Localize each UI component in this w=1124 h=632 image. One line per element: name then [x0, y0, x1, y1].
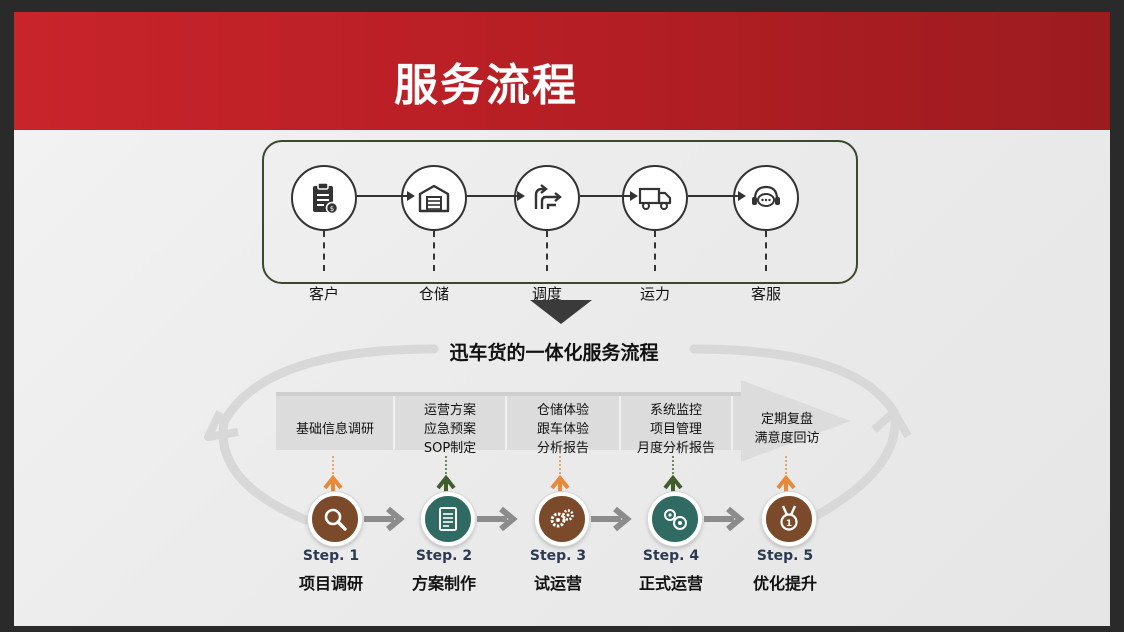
slide: 服务流程 $ 客户 [14, 12, 1110, 626]
step-name: 正式运营 [638, 574, 703, 593]
node-connector [765, 231, 767, 271]
process-node-storage: 仓储 [401, 165, 467, 303]
route-icon [514, 165, 580, 231]
step-name: 项目调研 [298, 574, 363, 593]
phase-text: 系统监控 项目管理 月度分析报告 [636, 403, 715, 456]
process-node-service: 客服 [733, 165, 799, 303]
svg-text:$: $ [330, 205, 334, 213]
header-band: 服务流程 [14, 12, 1110, 130]
arrow-right-icon [591, 506, 632, 532]
node-label: 客服 [750, 285, 781, 303]
node-connector [546, 231, 548, 271]
process-box [262, 140, 858, 284]
arrow-right-icon [580, 191, 638, 201]
node-label: 调度 [531, 285, 562, 303]
warehouse-icon [401, 165, 467, 231]
step-number: Step. 1 [302, 548, 360, 564]
down-triangle-icon [530, 300, 592, 324]
arrow-right-icon [357, 191, 415, 201]
magnifier-icon [308, 492, 362, 546]
node-connector [654, 231, 656, 271]
process-node-dispatch: 调度 [514, 165, 580, 303]
clipboard-icon: $ [291, 165, 357, 231]
headset-chat-icon [733, 165, 799, 231]
cogs-icon [648, 492, 702, 546]
phase-text: 定期复盘 满意度回访 [754, 412, 820, 446]
phase-text: 仓储体验 跟车体验 分析报告 [536, 403, 589, 456]
cycle-loop [204, 344, 912, 525]
step-number: Step. 2 [415, 548, 473, 564]
node-label: 仓储 [418, 285, 449, 303]
step-number: Step. 3 [529, 548, 587, 564]
step-name: 试运营 [533, 574, 582, 593]
arrow-right-icon [477, 506, 518, 532]
process-node-customer: $ 客户 [291, 165, 357, 303]
page-title: 服务流程 [394, 60, 578, 111]
node-connector [323, 231, 325, 271]
node-label: 运力 [639, 285, 670, 303]
phase-text: 运营方案 应急预案 SOP制定 [423, 403, 477, 456]
step-name: 优化提升 [752, 574, 817, 593]
gears-icon [535, 492, 589, 546]
svg-text:1: 1 [786, 519, 792, 529]
phase-band-arrow [276, 380, 851, 462]
document-icon [421, 492, 475, 546]
phase-text: 基础信息调研 [295, 422, 374, 437]
node-connector [433, 231, 435, 271]
medal-icon: 1 [762, 492, 816, 546]
arrow-right-icon [704, 506, 745, 532]
arrow-right-icon [467, 191, 525, 201]
step-number: Step. 4 [642, 548, 700, 564]
flow-subtitle: 迅车货的一体化服务流程 [449, 342, 659, 364]
arrow-right-icon [364, 506, 405, 532]
node-label: 客户 [308, 285, 339, 303]
arrow-right-icon [688, 191, 746, 201]
step-name: 方案制作 [411, 574, 476, 593]
step-number: Step. 5 [756, 548, 814, 564]
